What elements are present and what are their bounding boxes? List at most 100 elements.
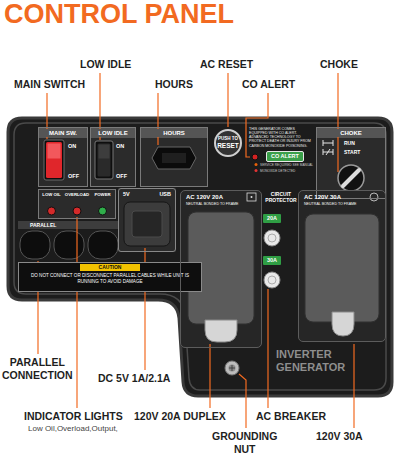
hours-box-face xyxy=(140,127,208,187)
black-rocker-switch xyxy=(98,144,111,177)
receptacle-icon-dot xyxy=(251,196,253,198)
rocker-frame xyxy=(95,141,113,179)
co-status-dot xyxy=(255,163,258,166)
callout-label: HOURS xyxy=(155,78,193,91)
panel-caption: LOW IDLE xyxy=(91,129,135,137)
leader-line xyxy=(76,217,77,408)
hour-meter-window xyxy=(162,153,186,163)
indicator-box: LOW OILOVERLOADPOWER xyxy=(38,189,116,219)
receptacle-icon xyxy=(370,193,378,201)
parallel-port xyxy=(54,231,84,259)
switch-state: OFF xyxy=(68,173,86,180)
breaker-tag: 20A xyxy=(263,214,281,223)
switch-box-band xyxy=(39,128,87,138)
low-oil-light xyxy=(48,207,56,215)
status-text: SERVICE REQUIRED SEE MANUAL xyxy=(260,163,313,167)
brand-text: INVERTER GENERATOR xyxy=(276,348,345,374)
badge-text: CO ALERT xyxy=(267,153,303,160)
start-icon xyxy=(323,149,333,155)
button-text: PUSH TO xyxy=(216,136,240,141)
callout-label: CHOKE xyxy=(320,58,358,71)
panel-body xyxy=(8,118,392,396)
breaker-button xyxy=(264,272,280,288)
callout-note: Low Oil,Overload,Output, xyxy=(28,424,118,433)
choke-box: CHOKE RUN START xyxy=(316,127,386,199)
outlet-rating: AC 120V 20A xyxy=(186,194,246,201)
panel-caption: CIRCUIT PROTECTOR xyxy=(264,192,298,203)
leader-line xyxy=(337,73,338,172)
leader-line xyxy=(267,289,268,408)
switch-state: OFF xyxy=(116,173,134,180)
caution-plate: CAUTION DO NOT CONNECT OR DISCONNECT PARA… xyxy=(18,262,202,292)
panel-caption: CHOKE xyxy=(317,129,385,137)
power-light xyxy=(99,207,107,215)
switch-state: ON xyxy=(68,143,86,150)
rocker-highlight xyxy=(99,145,110,159)
choke-box-face xyxy=(316,127,386,199)
leader-line xyxy=(209,344,210,408)
outlet-rating: AC 120V 30A xyxy=(304,194,366,201)
usb-cover-inset xyxy=(132,211,162,237)
panel-caption: MAIN SW. xyxy=(39,129,87,137)
choke-position: START xyxy=(344,149,384,155)
duplex-outlet-box: AC 120V 20ANEUTRAL BONDED TO FRAME xyxy=(180,190,262,348)
outlet-30a-face xyxy=(298,190,386,342)
outlet-30a-cover xyxy=(305,214,379,322)
idle-box-band xyxy=(91,128,135,138)
outlet-rating: 5V xyxy=(123,191,143,198)
switch-box-face xyxy=(38,127,88,187)
co-alert-light xyxy=(252,154,258,160)
callout-label: MAIN SWITCH xyxy=(14,78,85,91)
outlet-note: NEUTRAL BONDED TO FRAME xyxy=(186,202,256,207)
rocker-frame xyxy=(44,140,64,180)
leader-lines xyxy=(38,73,354,428)
indicator-name: LOW OIL xyxy=(39,192,64,197)
caution-text: DO NOT CONNECT OR DISCONNECT PARALLEL CA… xyxy=(23,273,197,284)
ground-symbol xyxy=(229,365,235,371)
parallel-port xyxy=(88,231,118,259)
red-rocker-switch xyxy=(46,142,62,178)
overload-light xyxy=(73,207,81,215)
choke-box-band xyxy=(317,128,385,138)
callout-label: DC 5V 1A/2.1A xyxy=(98,372,170,385)
switch-box: MAIN SW. ON OFF xyxy=(38,127,88,187)
choke-position: RUN xyxy=(344,140,384,146)
warning-text: THIS GENERATOR COMES EQUIPPED WITH CO AL… xyxy=(249,127,313,148)
callout-label: PARALLEL CONNECTION xyxy=(2,356,73,382)
usb-cover xyxy=(124,202,170,246)
receptacle-icon xyxy=(247,193,256,201)
choke-knob xyxy=(338,165,364,191)
caution-heading: CAUTION xyxy=(80,264,140,271)
idle-box-face xyxy=(90,127,136,187)
breaker-button-ring xyxy=(268,234,276,242)
button-text: RESET xyxy=(216,142,240,149)
switch-box: LOW IDLEONOFF xyxy=(90,127,136,187)
callout-label: 120V 20A DUPLEX xyxy=(134,410,226,423)
breaker-rating: 20A xyxy=(263,215,281,222)
leader-line xyxy=(353,344,354,428)
callout-label: 120V 30A xyxy=(316,430,363,443)
callout-label: LOW IDLE xyxy=(80,58,131,71)
parallel-port xyxy=(20,231,50,259)
reset-button: PUSH TORESET xyxy=(214,129,242,157)
callout-label: INDICATOR LIGHTS xyxy=(24,410,123,423)
breaker-button-ring xyxy=(268,276,276,284)
hour-meter-display xyxy=(152,147,196,169)
usb-box-face xyxy=(118,188,176,252)
hour-meter-box: HOURS xyxy=(140,127,208,187)
grounding-nut-center xyxy=(229,365,236,372)
port-caption: PARALLEL xyxy=(30,221,56,229)
indicator-name: OVERLOAD xyxy=(65,192,90,197)
leader-line xyxy=(227,73,228,127)
hours-box-band xyxy=(141,128,207,138)
status-text: MONOXIDE DETECTED xyxy=(260,169,295,173)
indicator-name: POWER xyxy=(90,192,115,197)
callout-label: AC RESET xyxy=(200,58,253,71)
parallel-strip xyxy=(18,221,118,229)
choke-knob-grip xyxy=(343,170,359,186)
panel-rim xyxy=(14,123,386,390)
duplex-cover-tab xyxy=(205,320,237,342)
breaker-button xyxy=(264,230,280,246)
